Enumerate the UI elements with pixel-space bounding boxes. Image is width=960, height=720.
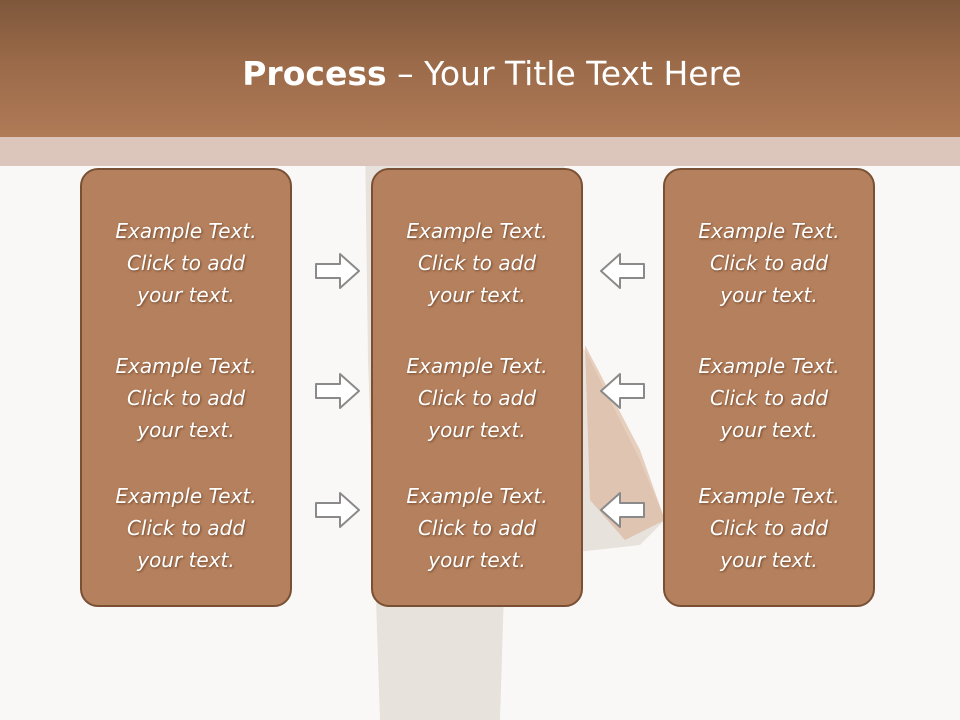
panel-text[interactable]: Example Text. Click to add your text. [373, 215, 581, 311]
text-line: your text. [137, 548, 235, 572]
arrow-left-icon [600, 373, 645, 409]
arrow-right-icon [315, 492, 360, 528]
text-line: Click to add [126, 251, 246, 275]
text-line: Example Text. [115, 219, 257, 243]
text-line: Example Text. [115, 354, 257, 378]
text-line: your text. [137, 418, 235, 442]
slide-title[interactable]: Process – Your Title Text Here [0, 54, 960, 93]
header-strip [0, 137, 960, 166]
process-panel-left[interactable]: Example Text. Click to add your text. Ex… [80, 168, 292, 607]
text-line: Click to add [709, 386, 829, 410]
title-bold: Process [242, 54, 387, 93]
text-line: your text. [428, 283, 526, 307]
text-line: Click to add [417, 386, 537, 410]
panel-text[interactable]: Example Text. Click to add your text. [82, 480, 290, 576]
panel-text[interactable]: Example Text. Click to add your text. [82, 350, 290, 446]
text-line: Example Text. [406, 219, 548, 243]
text-line: your text. [428, 418, 526, 442]
text-line: Click to add [417, 251, 537, 275]
text-line: your text. [137, 283, 235, 307]
panel-text[interactable]: Example Text. Click to add your text. [373, 480, 581, 576]
arrow-left-icon [600, 492, 645, 528]
text-line: Example Text. [698, 354, 840, 378]
text-line: Click to add [126, 386, 246, 410]
text-line: your text. [428, 548, 526, 572]
panel-text[interactable]: Example Text. Click to add your text. [373, 350, 581, 446]
text-line: Click to add [709, 251, 829, 275]
text-line: your text. [720, 283, 818, 307]
text-line: Example Text. [698, 219, 840, 243]
text-line: Click to add [126, 516, 246, 540]
text-line: your text. [720, 548, 818, 572]
process-panel-center[interactable]: Example Text. Click to add your text. Ex… [371, 168, 583, 607]
arrow-left-icon [600, 253, 645, 289]
text-line: Click to add [709, 516, 829, 540]
title-bar [0, 0, 960, 137]
text-line: Example Text. [698, 484, 840, 508]
panel-text[interactable]: Example Text. Click to add your text. [665, 350, 873, 446]
arrow-right-icon [315, 253, 360, 289]
panel-text[interactable]: Example Text. Click to add your text. [665, 215, 873, 311]
text-line: your text. [720, 418, 818, 442]
text-line: Example Text. [115, 484, 257, 508]
panel-text[interactable]: Example Text. Click to add your text. [665, 480, 873, 576]
text-line: Example Text. [406, 354, 548, 378]
title-rest: – Your Title Text Here [386, 54, 742, 93]
process-panel-right[interactable]: Example Text. Click to add your text. Ex… [663, 168, 875, 607]
text-line: Example Text. [406, 484, 548, 508]
panel-text[interactable]: Example Text. Click to add your text. [82, 215, 290, 311]
text-line: Click to add [417, 516, 537, 540]
arrow-right-icon [315, 373, 360, 409]
